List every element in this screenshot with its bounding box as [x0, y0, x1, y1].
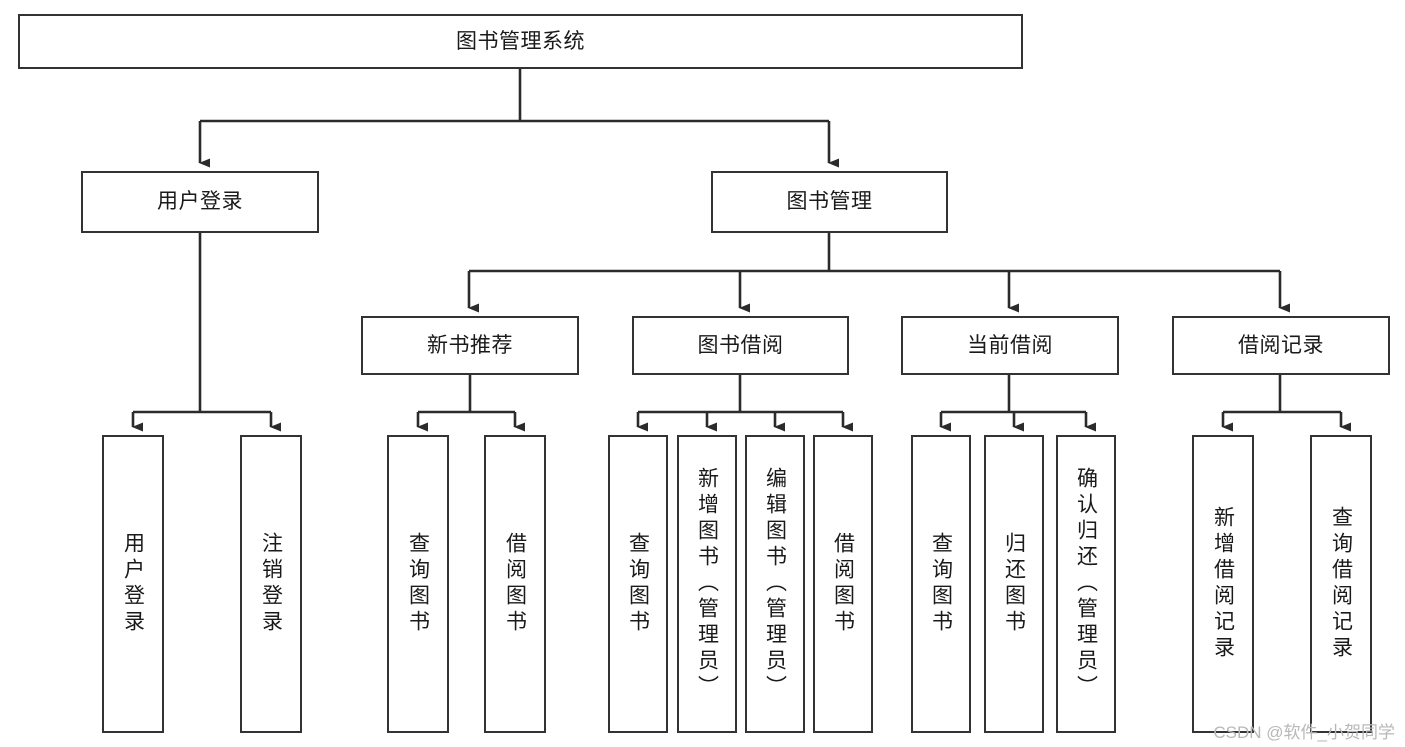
node-leaf-add-borrow-record[interactable]: 新增借阅记录: [1192, 435, 1254, 733]
node-leaf-logout[interactable]: 注销登录: [240, 435, 302, 733]
node-root-label: 图书管理系统: [456, 29, 585, 53]
node-borrow-records[interactable]: 借阅记录: [1172, 316, 1390, 375]
node-leaf-borrow-book-recommend-label: 借阅图书: [503, 532, 527, 636]
node-book-management-label: 图书管理: [786, 190, 873, 214]
node-book-borrow-label: 图书借阅: [697, 333, 784, 357]
node-leaf-borrow-book-label: 借阅图书: [831, 532, 855, 636]
node-leaf-logout-label: 注销登录: [259, 532, 283, 636]
node-leaf-user-login-label: 用户登录: [121, 532, 145, 636]
node-leaf-borrow-book[interactable]: 借阅图书: [813, 435, 873, 733]
node-leaf-edit-book-admin-label: 编辑图书（管理员）: [763, 467, 787, 701]
node-new-book-recommend[interactable]: 新书推荐: [361, 316, 579, 375]
node-leaf-query-book-borrow[interactable]: 查询图书: [608, 435, 668, 733]
node-leaf-confirm-return-admin-label: 确认归还（管理员）: [1074, 467, 1098, 701]
node-leaf-query-borrow-record[interactable]: 查询借阅记录: [1310, 435, 1372, 733]
node-leaf-add-book-admin[interactable]: 新增图书（管理员）: [677, 435, 737, 733]
node-user-login[interactable]: 用户登录: [81, 171, 319, 233]
node-leaf-query-book-borrow-label: 查询图书: [626, 532, 650, 636]
node-leaf-query-borrow-record-label: 查询借阅记录: [1329, 506, 1353, 662]
node-leaf-query-book-current-label: 查询图书: [929, 532, 953, 636]
node-leaf-add-borrow-record-label: 新增借阅记录: [1211, 506, 1235, 662]
node-leaf-edit-book-admin[interactable]: 编辑图书（管理员）: [745, 435, 805, 733]
node-leaf-return-book-label: 归还图书: [1002, 532, 1026, 636]
node-leaf-confirm-return-admin[interactable]: 确认归还（管理员）: [1056, 435, 1116, 733]
node-leaf-add-book-admin-label: 新增图书（管理员）: [695, 467, 719, 701]
node-new-book-recommend-label: 新书推荐: [427, 333, 513, 357]
node-leaf-query-book-recommend-label: 查询图书: [406, 532, 430, 636]
node-book-borrow[interactable]: 图书借阅: [632, 316, 849, 375]
node-leaf-user-login[interactable]: 用户登录: [102, 435, 164, 733]
node-book-management[interactable]: 图书管理: [711, 171, 948, 233]
node-leaf-borrow-book-recommend[interactable]: 借阅图书: [484, 435, 546, 733]
node-leaf-query-book-current[interactable]: 查询图书: [911, 435, 971, 733]
node-leaf-return-book[interactable]: 归还图书: [984, 435, 1044, 733]
csdn-watermark: CSDN @软件_小贺同学: [1213, 723, 1395, 742]
node-root[interactable]: 图书管理系统: [18, 14, 1023, 69]
node-current-borrow-label: 当前借阅: [967, 333, 1053, 357]
node-user-login-label: 用户登录: [157, 190, 243, 214]
node-leaf-query-book-recommend[interactable]: 查询图书: [387, 435, 449, 733]
node-current-borrow[interactable]: 当前借阅: [901, 316, 1119, 375]
node-borrow-records-label: 借阅记录: [1238, 333, 1324, 357]
